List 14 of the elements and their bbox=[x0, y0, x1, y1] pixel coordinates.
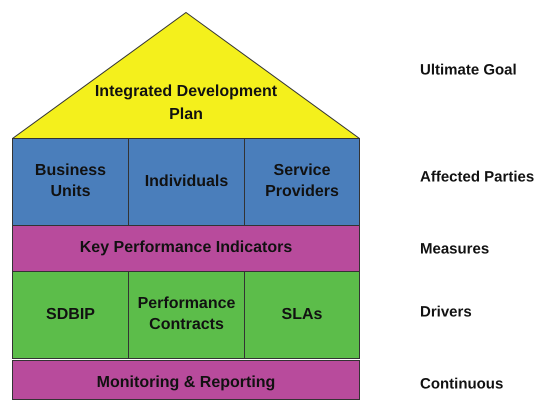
roof-title: Integrated Development Plan bbox=[94, 82, 278, 126]
layer-cell: Service Providers bbox=[244, 138, 360, 226]
layer-cell: SLAs bbox=[244, 271, 360, 359]
row-label: Affected Parties bbox=[420, 168, 534, 186]
row-label: Continuous bbox=[420, 376, 504, 392]
layer-band: Key Performance Indicators bbox=[12, 225, 360, 272]
layer-cell: Individuals bbox=[128, 138, 245, 226]
row-label: Ultimate Goal bbox=[420, 62, 517, 78]
layer-cell: SDBIP bbox=[12, 271, 129, 359]
layer-cell: Performance Contracts bbox=[128, 271, 245, 359]
layer-cell: Business Units bbox=[12, 138, 129, 226]
layer-band: Monitoring & Reporting bbox=[12, 360, 360, 400]
row-label: Drivers bbox=[420, 304, 472, 320]
row-label: Measures bbox=[420, 240, 490, 258]
